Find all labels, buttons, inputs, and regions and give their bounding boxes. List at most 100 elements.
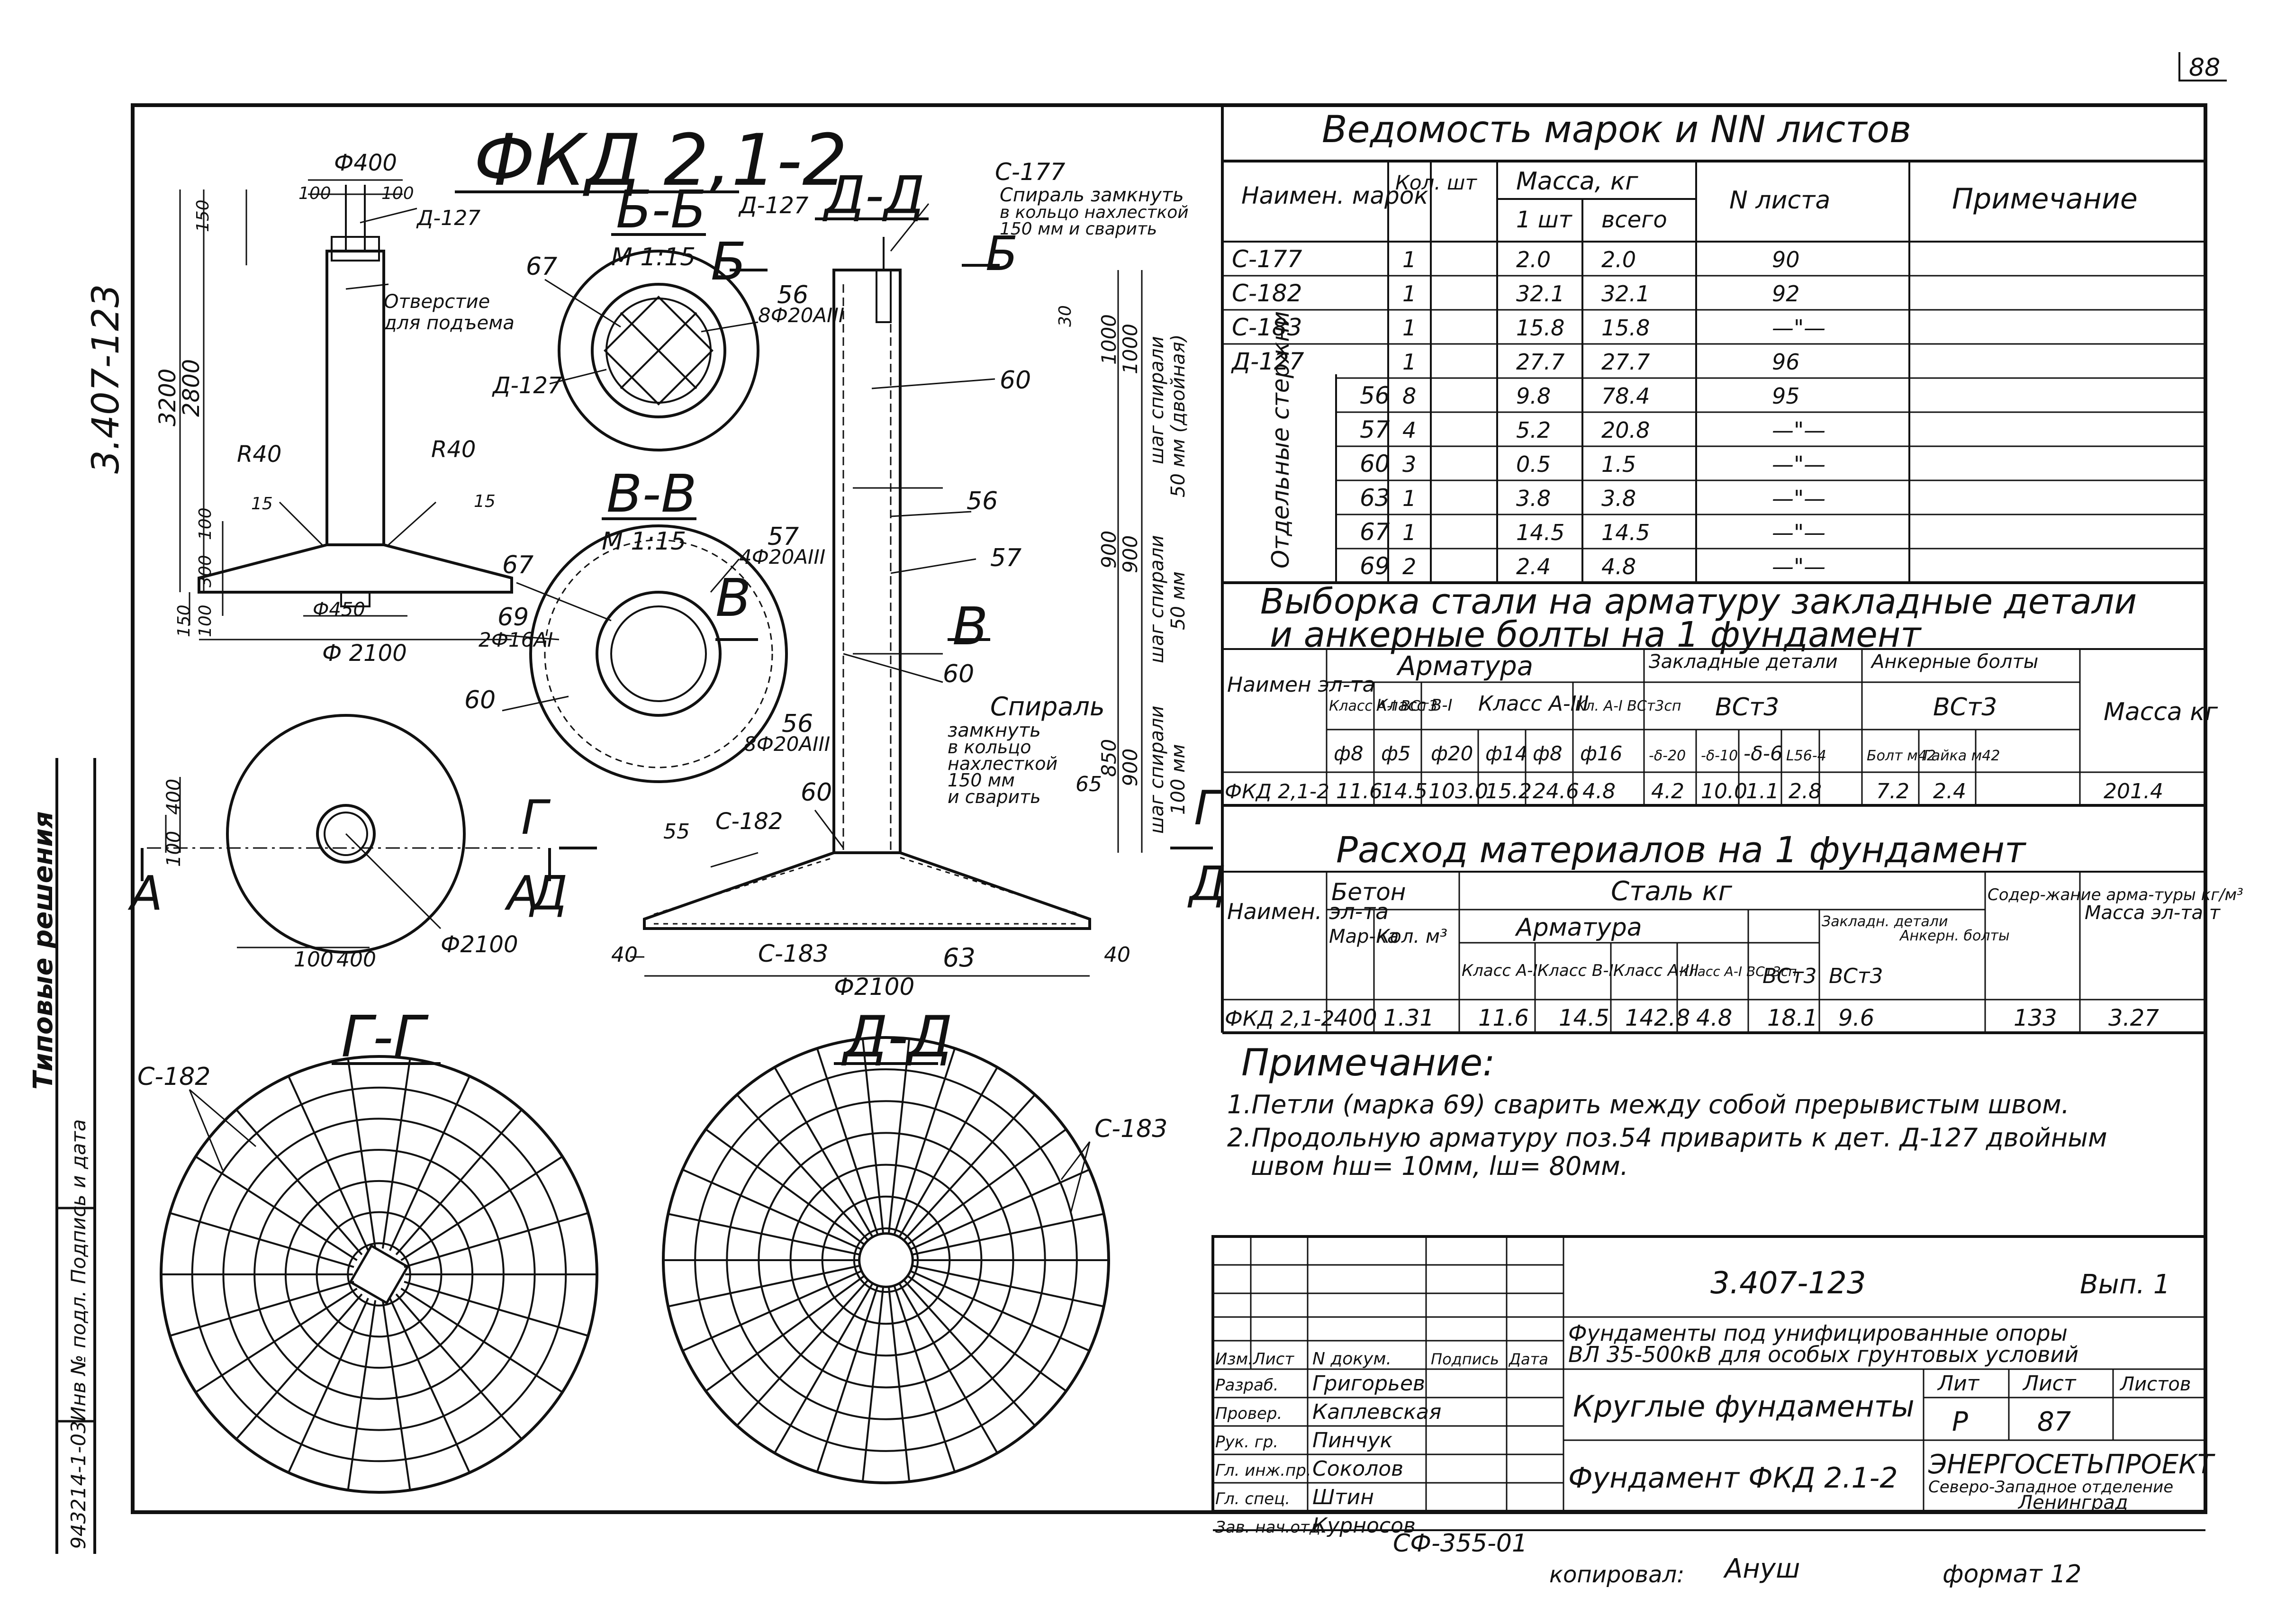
label-h150b: 150 (174, 604, 194, 637)
grid-spoke (389, 1075, 470, 1251)
grid-spoke (736, 1279, 869, 1426)
rash-h-name: Наимен. эл-та (1227, 899, 1389, 924)
vedomost-title: Ведомость марок и NN листов (1322, 108, 1911, 151)
rash-value: 3.27 (2108, 1005, 2159, 1031)
label-d127-elev: Д-127 (416, 206, 480, 230)
cut-a-right: А (504, 866, 539, 921)
plan-view (141, 714, 551, 954)
ved-cell-name: С-177 (1232, 245, 1302, 273)
ved-h-list: N листа (1729, 186, 1830, 215)
left-margin-strip: 3.407-123 Типовые решения Инв № подл. По… (28, 284, 127, 1554)
grid-spoke (898, 1066, 998, 1238)
section-bb (544, 250, 759, 451)
label-69: 69 (497, 603, 529, 632)
label-d2100c: Ф2100 (834, 973, 914, 1001)
label-spiral2: в кольцо нахлесткой (1000, 203, 1189, 222)
cut-d-right: Д (1187, 856, 1226, 911)
grid-spoke (861, 1286, 885, 1482)
label-40a: 40 (611, 943, 638, 967)
main-frame (131, 103, 2207, 1514)
stamp-format: формат 12 (1943, 1560, 2081, 1588)
rash-value: 1.31 (1383, 1005, 1434, 1031)
grid-spoke (381, 1300, 411, 1490)
grid-hub (858, 1232, 914, 1288)
ved-cell-mass-total: 3.8 (1601, 486, 1636, 511)
stamp-role: Гл. инж.пр. (1215, 1461, 1311, 1480)
title-block-text: 3.407-123 Вып. 1 Фундаменты под унифицир… (1215, 1266, 2215, 1588)
ved-cell-mass1: 32.1 (1516, 281, 1564, 307)
stamp-role: Разраб. (1215, 1376, 1279, 1395)
vyb-value: 4.8 (1582, 779, 1616, 803)
corner-sheet-number: 88 (2178, 52, 2227, 82)
notes-n2: 2.Продольную арматуру поз.54 приварить к… (1227, 1123, 2107, 1153)
ved-cell-qty: 1 (1402, 520, 1416, 545)
label-65: 65 (1075, 772, 1102, 796)
drawing-title: ФКД 2,1-2 (474, 119, 848, 202)
stamp-person: Соколов (1312, 1457, 1403, 1481)
vyborka-text: Выборка стали на арматуру закладные дета… (1227, 581, 2218, 726)
radial-labels: Г-Г Д-Д С-182 С-183 (137, 1004, 1167, 1143)
radial-grid-dd (662, 1036, 1110, 1484)
label-60b: 60 (1000, 366, 1031, 395)
radial-leaders (189, 1089, 1091, 1213)
label-spiralB6: и сварить (948, 786, 1041, 807)
vyb-value: ФКД 2,1-2 (1225, 780, 1329, 803)
label-60d: 60 (801, 778, 832, 807)
stamp-list-value: 87 (2037, 1407, 2071, 1437)
grid-spoke (705, 1128, 865, 1245)
label-step2b: 50 мм (1167, 571, 1189, 630)
ved-cell-name: 63 (1360, 484, 1390, 512)
rashod-table (1222, 871, 2205, 1034)
section-vv-labels: В-В М 1:15 67 57 4Ф20АIII 69 2Ф16АI 60 5… (464, 463, 830, 756)
label-spiralB2: замкнуть (948, 720, 1041, 741)
vedomost-text: Ведомость марок и NN листов Наимен. маро… (1241, 108, 2138, 568)
ved-h-vsego: всего (1601, 207, 1667, 233)
side-code-text: 3.407-123 (85, 284, 127, 474)
rash-h-arm: Арматура (1515, 913, 1642, 942)
label-63: 63 (943, 943, 976, 973)
ved-cell-qty: 2 (1402, 554, 1416, 579)
elevation-labels: Ф400 100 100 Д-127 Отверстие для подъема… (154, 150, 515, 667)
notes-n3: швом hш= 10мм, lш= 80мм. (1251, 1151, 1628, 1181)
section-gg-title: Г-Г (341, 1004, 429, 1070)
label-56c: 56 (967, 487, 998, 515)
ved-cell-qty: 1 (1402, 486, 1416, 511)
vyb-diameter: -δ-6 (1744, 742, 1783, 765)
label-d2100d: Ф2100 (441, 931, 518, 958)
grid-spoke (668, 1213, 860, 1256)
label-60c: 60 (943, 660, 974, 688)
ved-cell-sheet: 95 (1772, 383, 1800, 409)
vyb-h-bst3b: ВСт3 (1933, 693, 1997, 722)
ved-cell-mass-total: 27.7 (1601, 349, 1650, 375)
vyb-value: 103.0 (1428, 779, 1488, 803)
corner-number-text: 88 (2189, 54, 2220, 82)
grid-spoke (887, 1038, 911, 1234)
cut-g-left: Г (521, 790, 551, 845)
ved-cell-mass1: 14.5 (1516, 520, 1564, 545)
grid-spoke (347, 1058, 377, 1249)
label-57b: 57 (990, 544, 1021, 572)
label-h300: 300 (196, 555, 215, 587)
label-h1000b: 1000 (1119, 324, 1142, 374)
vyborka-table (1222, 648, 2205, 807)
vyb-diameter: Гайка м42 (1924, 748, 2000, 764)
rash-value: 14.5 (1559, 1005, 1609, 1031)
grid-hub (349, 1244, 409, 1305)
ved-h-1sht: 1 шт (1516, 207, 1573, 233)
grid-spoke (774, 1066, 874, 1238)
label-h150: 150 (193, 199, 213, 232)
vyb-h-zakl: Закладные детали (1649, 651, 1838, 673)
stamp-name1: Круглые фундаменты (1573, 1389, 1915, 1424)
notes-block: Примечание: 1.Петли (марка 69) сварить м… (1227, 1042, 2107, 1181)
section-dd-labels: Д-Д Д-127 С-177 Спираль замкнуть в кольц… (521, 158, 1226, 1001)
grid-spoke (195, 1155, 358, 1261)
stamp-copied-label: копировал: (1549, 1561, 1684, 1588)
label-h1000: 1000 (1097, 314, 1120, 365)
grid-spoke (400, 1288, 563, 1393)
label-2f16: 2Ф16АI (479, 628, 553, 651)
side-inv-text: Инв № подл. Подпись и дата (67, 1119, 90, 1421)
stamp-role: Провер. (1215, 1404, 1282, 1423)
grid-spoke (404, 1212, 588, 1268)
vyb-cls-2: Класс А-III (1478, 692, 1589, 716)
